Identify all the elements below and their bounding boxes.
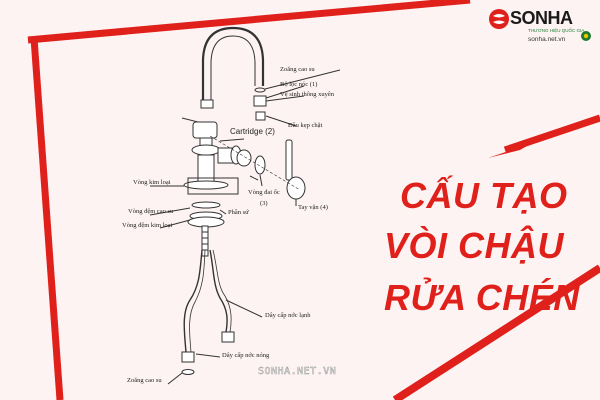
sonha-logo-icon	[489, 9, 509, 29]
label-rubber-washer: Vòng đệm cao su	[128, 208, 174, 215]
watermark: SONHA.NET.VN	[258, 366, 337, 378]
ring-nut	[254, 155, 266, 175]
faucet-body	[192, 121, 218, 139]
label-gasket-bottom: Zoăng cao su	[127, 377, 162, 384]
aerator	[253, 95, 267, 107]
brand-name: SONHA	[510, 8, 573, 28]
brand-tagline: THƯƠNG HIỆU QUỐC GIA	[528, 28, 585, 33]
label-cleaning: Vệ sinh thông xuyên	[280, 91, 334, 98]
label-metal-washer: Vòng đệm kim loại	[122, 222, 173, 229]
handle-lever	[285, 139, 293, 181]
aerator-gasket	[254, 87, 266, 93]
title-line-3: RỬA CHÉN	[384, 277, 580, 318]
brand-url: sonha.net.vn	[528, 36, 566, 43]
hose-hot	[183, 249, 203, 353]
label-cartridge: Cartridge (2)	[230, 127, 275, 136]
title-line-2: VÒI CHẬU	[384, 225, 565, 266]
spout-base	[200, 99, 214, 109]
label-handle: Tay vặn (4)	[298, 204, 328, 211]
handle-cap	[286, 176, 306, 200]
label-aerator: Bộ lọc nóc (1)	[280, 81, 318, 88]
label-porcelain: Phần sứ	[228, 209, 249, 216]
hose-fitting-cold	[221, 331, 235, 343]
label-hot-hose: Dây cấp nớc nóng	[222, 352, 270, 359]
title-line-1: CẤU TẠO	[400, 175, 568, 216]
spout	[201, 26, 265, 102]
metal-ring	[183, 180, 229, 190]
hose-fitting-hot	[181, 351, 195, 363]
label-metal-ring: Vòng kim loại	[133, 179, 171, 186]
label-cold-hose: Dây cấp nớc lạnh	[265, 312, 311, 319]
label-gasket-top: Zoăng cao su	[280, 66, 315, 73]
national-brand-badge-icon	[581, 31, 591, 41]
label-ring-nut: Vòng đai ốc	[248, 189, 280, 196]
hose-cold	[209, 249, 228, 333]
label-clamp-head: Đầu kẹp chặt	[288, 122, 323, 129]
label-ring-nut-num: (3)	[260, 200, 268, 207]
